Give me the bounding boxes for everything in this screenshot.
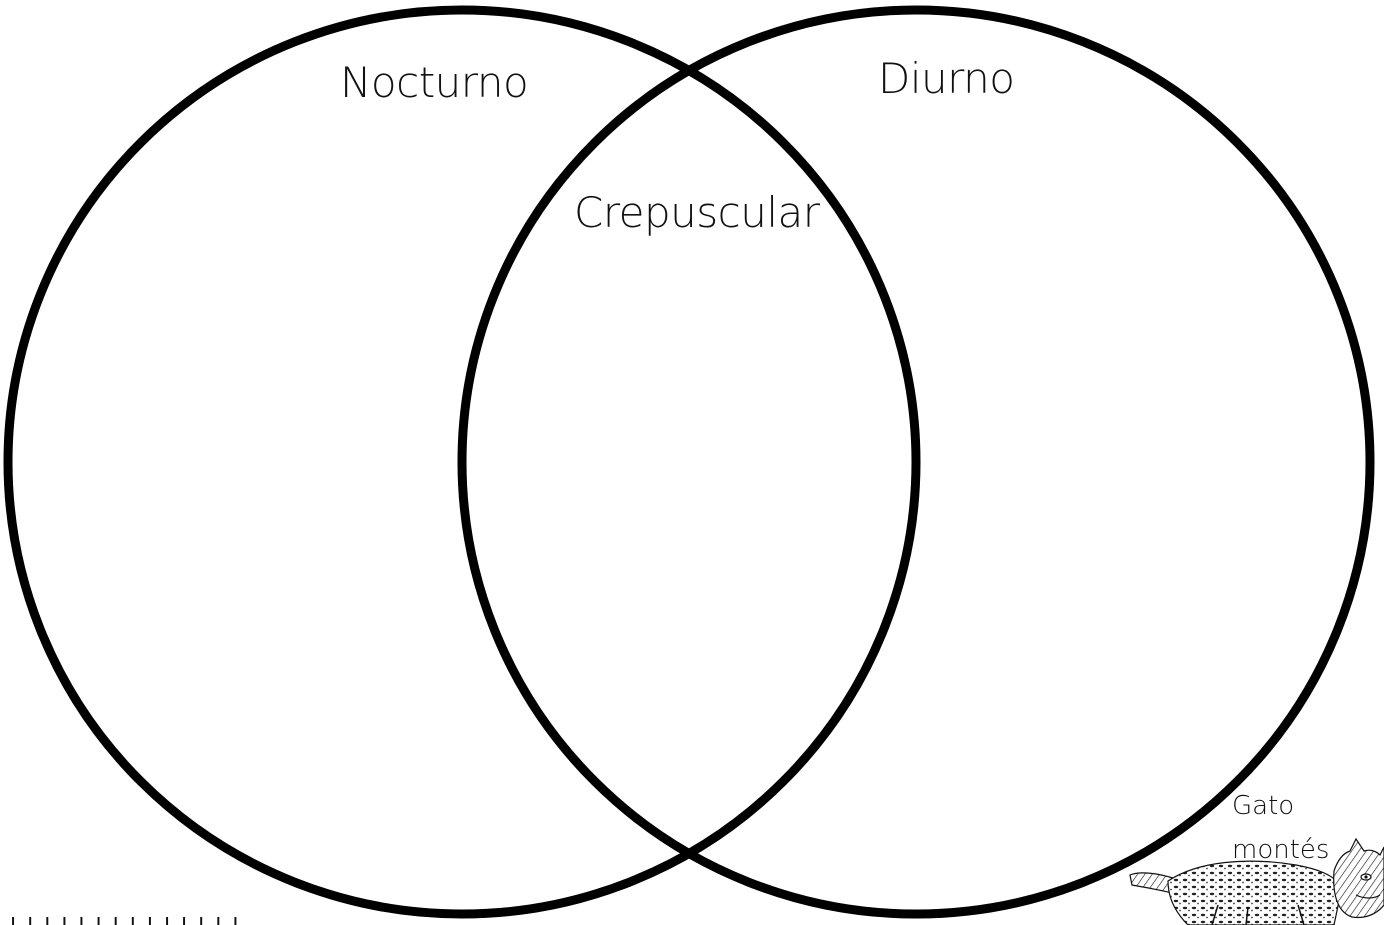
- cropped-footer-text: ꞁ ꞁ ꞁ ꞁ ꞁ ꞁ ꞁ ꞁ ꞁ ꞁ ꞁ ꞁ ꞁ ꞁ: [10, 912, 270, 925]
- cropped-footer-glyphs: ꞁ ꞁ ꞁ ꞁ ꞁ ꞁ ꞁ ꞁ ꞁ ꞁ ꞁ ꞁ ꞁ ꞁ: [10, 912, 270, 925]
- bobcat-illustration-icon: [1128, 835, 1384, 925]
- set-label-crepuscular: Crepuscular: [574, 188, 820, 237]
- set-label-nocturno: Nocturno: [340, 58, 528, 107]
- animal-caption-line-1: Gato: [1232, 784, 1329, 828]
- set-label-diurno: Diurno: [878, 54, 1014, 103]
